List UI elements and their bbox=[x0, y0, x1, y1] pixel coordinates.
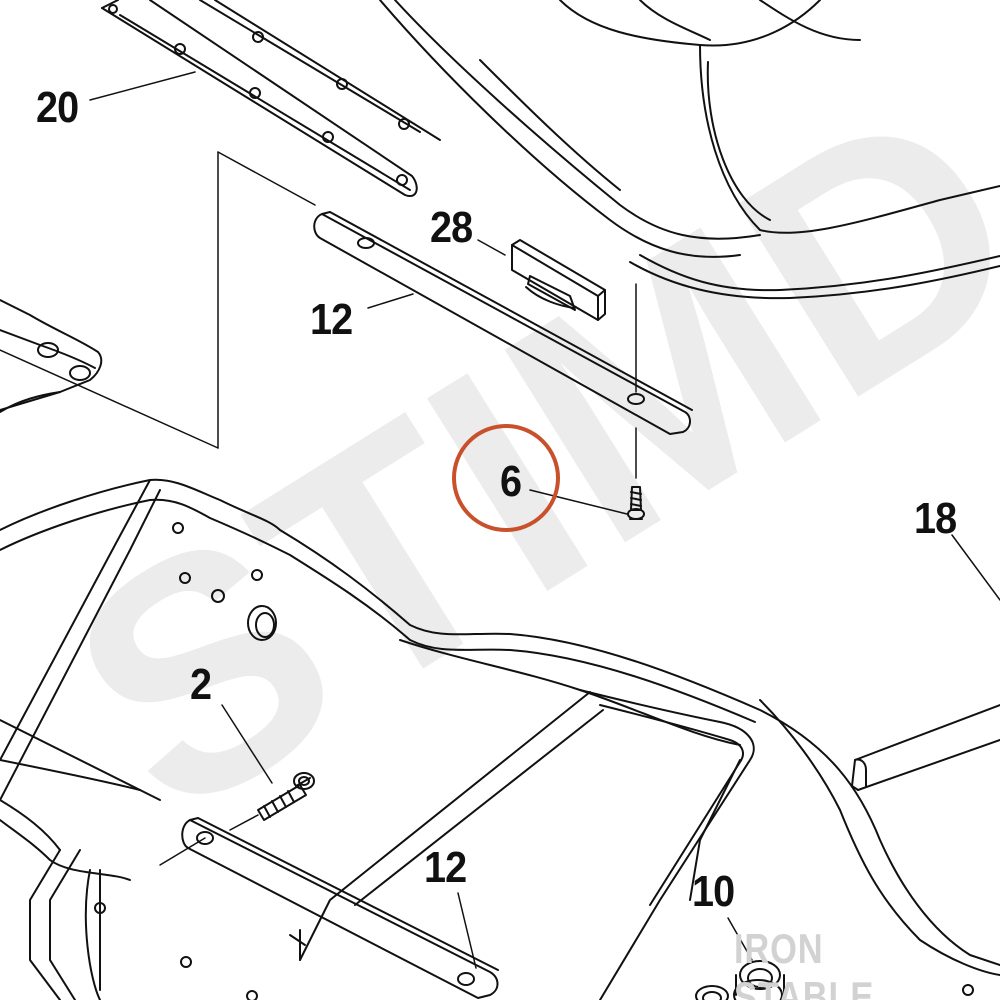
part-2-bolt bbox=[229, 772, 315, 831]
highlight-circle bbox=[452, 424, 560, 532]
tank-body bbox=[379, 0, 1000, 300]
part-6-screw bbox=[627, 486, 645, 520]
part-12-upper-bar bbox=[313, 211, 693, 435]
leader-12-lower bbox=[457, 892, 477, 969]
part-28-clip bbox=[511, 239, 606, 321]
part-20-strip bbox=[101, 0, 441, 198]
leader-12-upper bbox=[367, 293, 414, 309]
leader-bracket bbox=[0, 151, 316, 449]
part-18-tube bbox=[851, 704, 1000, 791]
leader-6 bbox=[529, 489, 628, 515]
lower-frame bbox=[0, 478, 1000, 1000]
leader-18 bbox=[951, 534, 1000, 601]
leader-28 bbox=[477, 239, 506, 256]
leader-10 bbox=[727, 917, 753, 961]
callout-6[interactable]: 6 bbox=[500, 457, 522, 506]
callout-leaders bbox=[89, 71, 1000, 969]
leader-20 bbox=[89, 71, 196, 101]
iron-stable-logo: IRON STABLE bbox=[734, 925, 875, 1000]
part-10-grommet bbox=[695, 960, 785, 1000]
leader-2 bbox=[221, 704, 273, 784]
callout-20: 20 bbox=[36, 83, 79, 132]
callout-12-upper: 12 bbox=[310, 295, 353, 344]
callout-18: 18 bbox=[914, 494, 957, 543]
callout-10: 10 bbox=[692, 867, 735, 916]
callout-28: 28 bbox=[430, 203, 473, 252]
callout-12-lower: 12 bbox=[424, 843, 467, 892]
part-12-lower-bar bbox=[159, 817, 499, 999]
left-bracket bbox=[0, 299, 103, 413]
callout-2: 2 bbox=[190, 660, 212, 709]
